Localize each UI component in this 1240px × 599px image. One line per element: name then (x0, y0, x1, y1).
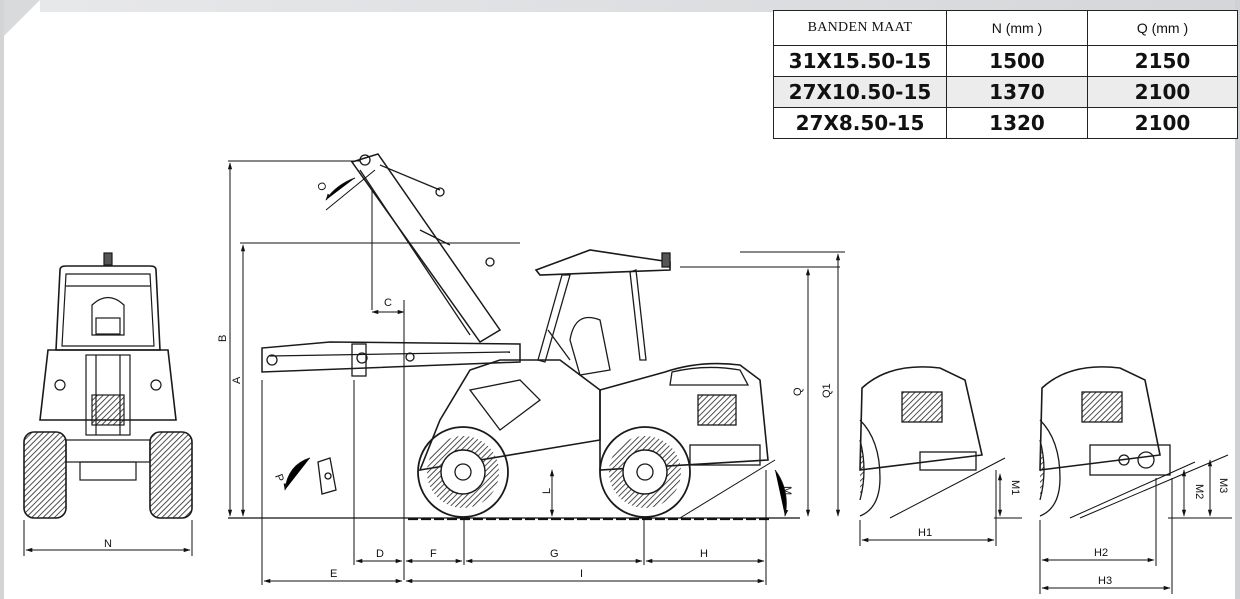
left-border-band (0, 0, 4, 599)
label-h3: H3 (1098, 575, 1112, 587)
label-m1: M1 (1009, 480, 1021, 495)
table-header-n: N (mm ) (946, 10, 1088, 46)
label-h1: H1 (918, 527, 932, 539)
rear-detail-1 (859, 366, 983, 517)
table-cell-tire: 27X10.50-15 (773, 76, 947, 108)
table-cell-tire: 27X8.50-15 (773, 107, 947, 139)
label-p: P (272, 473, 286, 484)
dimension-h1-m1 (859, 457, 1022, 546)
dimension-h2-h3-m2-m3 (1039, 454, 1232, 594)
table-row: 27X8.50-15 1320 2100 (773, 107, 1238, 139)
table-cell-q: 2100 (1087, 76, 1238, 108)
table-cell-n: 1370 (946, 76, 1088, 108)
label-q: Q (792, 387, 804, 396)
tire-size-table: BANDEN MAAT N (mm ) Q (mm ) 31X15.50-15 … (773, 10, 1238, 139)
table-cell-n: 1500 (946, 45, 1088, 77)
label-n: N (104, 538, 112, 550)
table-header-tire-size: BANDEN MAAT (773, 10, 947, 46)
label-h2: H2 (1094, 547, 1108, 559)
rear-detail-2 (1039, 366, 1171, 517)
label-i: I (580, 568, 583, 580)
corner-decoration (0, 0, 40, 40)
label-f: F (430, 548, 437, 560)
label-q1: Q1 (821, 383, 833, 398)
table-cell-q: 2100 (1087, 107, 1238, 139)
label-c: C (384, 297, 392, 309)
label-h: H (700, 548, 708, 560)
label-m2: M2 (1193, 484, 1205, 499)
label-o: O (314, 181, 328, 194)
horizontal-dimensions (261, 380, 767, 585)
label-d: D (376, 548, 384, 560)
label-a: A (231, 376, 243, 384)
table-cell-n: 1320 (946, 107, 1088, 139)
vertical-dimensions (227, 160, 845, 580)
dimension-n (23, 520, 193, 556)
label-e: E (330, 568, 337, 580)
table-header-q: Q (mm ) (1087, 10, 1238, 46)
table-header-row: BANDEN MAAT N (mm ) Q (mm ) (773, 10, 1238, 46)
front-view-machine (23, 252, 193, 519)
right-border-band (1235, 0, 1240, 599)
table-cell-q: 2150 (1087, 45, 1238, 77)
label-g: G (550, 548, 559, 560)
side-view-machine (261, 153, 769, 518)
table-row: 31X15.50-15 1500 2150 (773, 45, 1238, 77)
top-border-band (40, 0, 1240, 12)
label-m: M (781, 486, 793, 495)
table-row: 27X10.50-15 1370 2100 (773, 76, 1238, 108)
label-b: B (217, 335, 229, 342)
label-l: L (541, 488, 553, 494)
table-cell-tire: 31X15.50-15 (773, 45, 947, 77)
label-m3: M3 (1217, 478, 1229, 493)
